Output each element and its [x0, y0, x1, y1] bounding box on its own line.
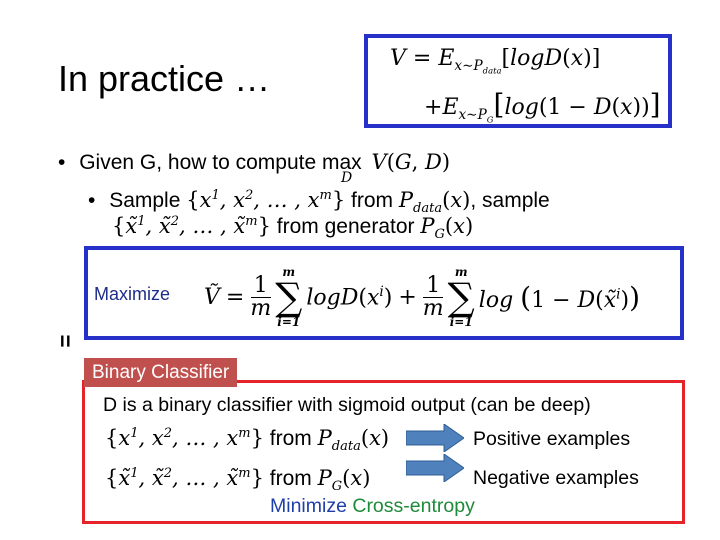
value-function-line-1: V = Ex∼Pdata[logD(x)] [390, 46, 601, 77]
value-function-line-2: +Ex∼PG[log(1 − D(x))] [424, 88, 661, 126]
bullet-dot: • [58, 151, 66, 174]
bullet-main: • Given G, how to compute max V(G, D) D [58, 150, 451, 186]
minimize-word: Minimize [270, 495, 347, 517]
positive-set: {x1, x2, … , xm} from Pdata(x) [105, 426, 390, 455]
positive-label: Positive examples [473, 428, 631, 450]
positive-arrow-icon [406, 424, 464, 452]
binary-classifier-tag: Binary Classifier [84, 358, 238, 387]
slide-title: In practice … [58, 58, 271, 99]
cross-entropy-word: Cross-entropy [352, 495, 475, 517]
equals-marker: = [52, 334, 78, 348]
maximize-label: Maximize [94, 284, 171, 304]
loss-caption: Minimize Cross-entropy [270, 495, 475, 518]
classifier-box [82, 380, 685, 524]
negative-label: Negative examples [473, 467, 639, 489]
negative-set: {x̃1, x̃2, … , x̃m} from PG(x) [105, 466, 371, 495]
value-function-box: V = Ex∼Pdata[logD(x)] +Ex∼PG[log(1 − D(x… [364, 34, 672, 128]
bullet-sample-line-2: {x̃1, x̃2, … , x̃m} from generator PG(x) [112, 214, 474, 243]
negative-arrow-icon [406, 454, 464, 482]
classifier-description: D is a binary classifier with sigmoid ou… [103, 394, 591, 416]
bullet-sample-line-1: • Sample {x1, x2, … , xm} from Pdata(x),… [88, 188, 550, 217]
